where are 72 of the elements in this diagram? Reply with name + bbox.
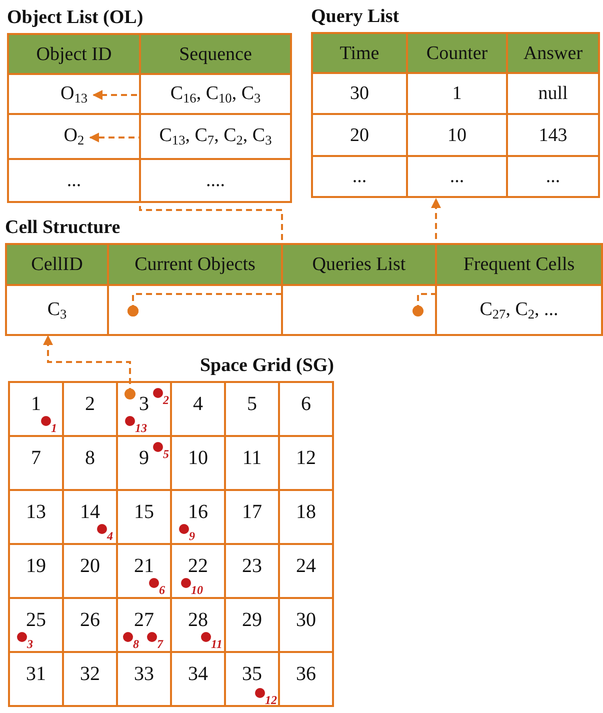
- grid-cell: 8: [64, 437, 118, 491]
- table-cell: ....: [141, 160, 292, 203]
- grid-cell: 17: [226, 491, 280, 545]
- object-number: 5: [163, 448, 169, 460]
- table-title: Object List (OL): [7, 6, 144, 28]
- object-number: 9: [189, 530, 195, 542]
- table-cell: ...: [9, 160, 141, 203]
- grid-cell: 23: [226, 545, 280, 599]
- grid-cell: 33: [118, 653, 172, 707]
- column-header: Frequent Cells: [437, 245, 603, 286]
- column-header: Time: [313, 34, 408, 74]
- column-header: CellID: [7, 245, 109, 286]
- grid-cell: 18: [280, 491, 334, 545]
- column-header: Answer: [508, 34, 600, 74]
- object-number: 3: [27, 638, 33, 650]
- column-header: Queries List: [283, 245, 437, 286]
- grid-cell: 24: [280, 545, 334, 599]
- grid-cell: 2: [64, 383, 118, 437]
- table-cell: 20: [313, 115, 408, 157]
- object-number: 10: [191, 584, 203, 596]
- grid-cell: 4: [172, 383, 226, 437]
- table-cell: 1: [408, 74, 508, 115]
- table-title: Cell Structure: [5, 216, 120, 238]
- grid-cell: 29: [226, 599, 280, 653]
- dashed-arrow: [43, 335, 136, 400]
- column-header: Sequence: [141, 35, 292, 75]
- table-cell: 143: [508, 115, 600, 157]
- grid-cell: 5: [226, 383, 280, 437]
- object-number: 11: [211, 638, 222, 650]
- object-number: 13: [135, 422, 147, 434]
- grid-cell: 12: [280, 437, 334, 491]
- grid-cell: 32: [64, 653, 118, 707]
- object-number: 7: [157, 638, 163, 650]
- table-cell: 30: [313, 74, 408, 115]
- table-cell: O$_{13}$: [9, 75, 141, 115]
- grid-cell: 20: [64, 545, 118, 599]
- table-cell: C$_{27}$, C$_{2}$, ...: [437, 286, 603, 336]
- grid-cell: 7: [10, 437, 64, 491]
- table-title: Space Grid (SG): [200, 354, 334, 376]
- object-number: 6: [159, 584, 165, 596]
- dashed-arrow: [89, 132, 283, 316]
- object-number: 2: [163, 394, 169, 406]
- empty-cell: [283, 286, 437, 336]
- column-header: Counter: [408, 34, 508, 74]
- object-number: 1: [51, 422, 57, 434]
- grid-cell: 11: [226, 437, 280, 491]
- object-number: 12: [265, 694, 277, 706]
- dashed-arrow: [412, 198, 441, 316]
- table-cell: O$_{2}$: [9, 115, 141, 160]
- grid-cell: 36: [280, 653, 334, 707]
- grid-cell: 10: [172, 437, 226, 491]
- table-cell: ...: [313, 157, 408, 198]
- object-number: 8: [133, 638, 139, 650]
- table-cell: C$_{16}$, C$_{10}$, C$_{3}$: [141, 75, 292, 115]
- column-header: Object ID: [9, 35, 141, 75]
- table-title: Query List: [311, 6, 400, 28]
- table-cell: null: [508, 74, 600, 115]
- table-cell: ...: [508, 157, 600, 198]
- column-header: Current Objects: [109, 245, 283, 286]
- grid-cell: 31: [10, 653, 64, 707]
- table-cell: C$_{13}$, C$_{7}$, C$_{2}$, C$_{3}$: [141, 115, 292, 160]
- grid-cell: 26: [64, 599, 118, 653]
- grid-cell: 13: [10, 491, 64, 545]
- grid-cell: 15: [118, 491, 172, 545]
- table-cell: ...: [408, 157, 508, 198]
- object-number: 4: [107, 530, 113, 542]
- grid-cell: 19: [10, 545, 64, 599]
- grid-cell: 30: [280, 599, 334, 653]
- grid-cell: 34: [172, 653, 226, 707]
- table-cell: C$_{3}$: [7, 286, 109, 336]
- grid-cell: 6: [280, 383, 334, 437]
- table-cell: 10: [408, 115, 508, 157]
